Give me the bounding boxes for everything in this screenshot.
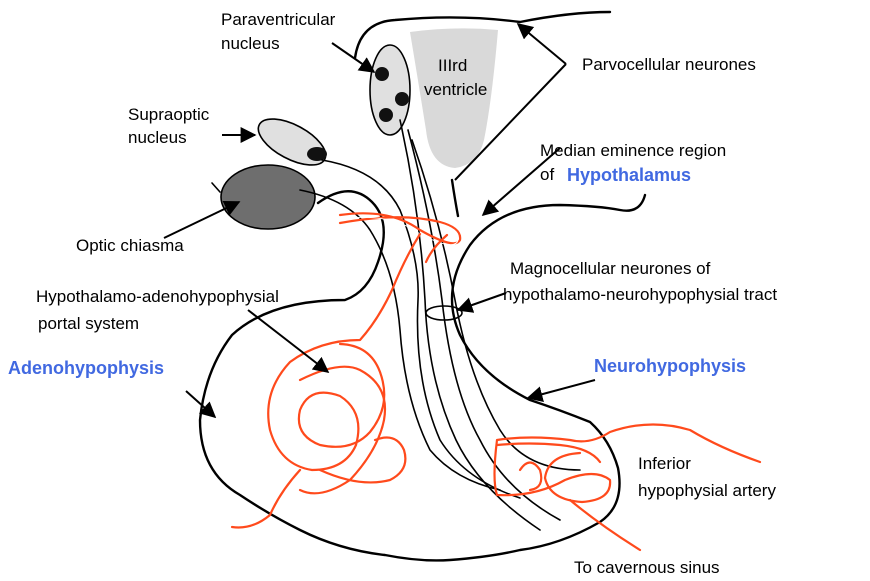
label-median-eminence: Median eminence region xyxy=(540,141,726,160)
paraventricular-neuron xyxy=(395,92,409,106)
supraoptic-neuron xyxy=(307,147,327,161)
paraventricular-neuron xyxy=(375,67,389,81)
adenohypophysis-outline xyxy=(200,191,645,560)
label-parvocellular: Parvocellular neurones xyxy=(582,55,756,74)
label-paraventricular: nucleus xyxy=(221,34,280,53)
label-supraoptic: Supraoptic xyxy=(128,105,210,124)
label-magnocellular: Magnocellular neurones of xyxy=(510,259,711,278)
optic-chiasma xyxy=(221,165,315,229)
label-optic-chiasma: Optic chiasma xyxy=(76,236,184,255)
label-inferior-artery: hypophysial artery xyxy=(638,481,776,500)
paraventricular-neuron xyxy=(379,108,393,122)
label-median-eminence-of: of xyxy=(540,165,554,184)
label-magnocellular: hypothalamo-neurohypophysial tract xyxy=(503,285,777,304)
label-ventricle: ventricle xyxy=(424,80,487,99)
label-portal-system: portal system xyxy=(38,314,139,333)
label-supraoptic: nucleus xyxy=(128,128,187,147)
label-ventricle: IIIrd xyxy=(438,56,467,75)
label-adenohypophysis: Adenohypophysis xyxy=(8,358,164,378)
label-portal-system: Hypothalamo-adenohypophysial xyxy=(36,287,279,306)
label-paraventricular: Paraventricular xyxy=(221,10,336,29)
label-hypothalamus: Hypothalamus xyxy=(567,165,691,185)
label-cavernous-sinus: To cavernous sinus xyxy=(574,558,720,577)
label-inferior-artery: Inferior xyxy=(638,454,691,473)
paraventricular-nucleus xyxy=(370,45,410,135)
label-neurohypophysis: Neurohypophysis xyxy=(594,356,746,376)
portal-vessels xyxy=(232,213,460,527)
